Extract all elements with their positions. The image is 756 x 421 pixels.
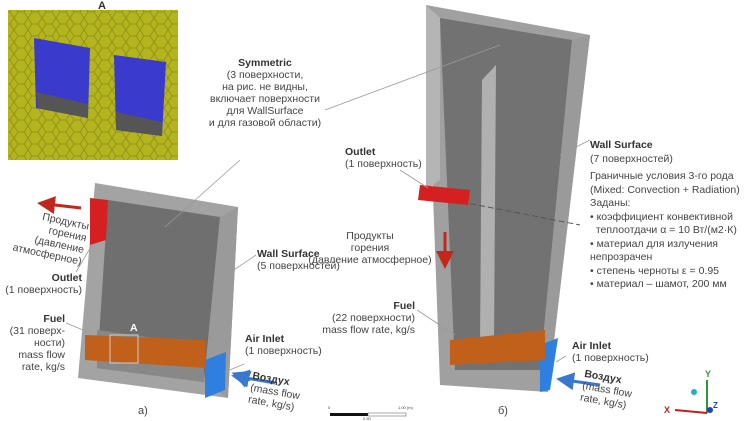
wall-label-b: Wall Surface (7 поверхностей) Граничные … (590, 139, 740, 292)
fuel-line: rate, kg/s (21, 361, 65, 373)
fuel-line: ности) (33, 337, 65, 349)
caption-b: б) (498, 405, 508, 417)
axis-y-label: Y (705, 369, 712, 379)
wall-sub: (5 поверхностей) (257, 260, 340, 272)
air-inlet-label-b: Air Inlet (1 поверхность) (572, 340, 649, 364)
fuel-line: (22 поверхности) (332, 312, 415, 324)
detail-label-a: A (130, 322, 138, 334)
fuel-bed-b (450, 330, 545, 365)
outlet-sub: (1 поверхность) (345, 158, 422, 170)
outlet-label-a: Outlet (1 поверхность) (0, 272, 82, 296)
products-label-b: Продукты горения (давление атмосферное) (300, 230, 440, 266)
fuel-line: mass flow (18, 349, 65, 361)
outlet-label-b: Outlet (1 поверхность) (345, 146, 422, 170)
wall-label-a: Wall Surface (5 поверхностей) (257, 248, 340, 272)
fuel-title: Fuel (43, 313, 65, 325)
wall-condition-line: • степень черноты ε = 0.95 (590, 264, 719, 277)
symmetric-line: для WallSurface (226, 105, 304, 117)
symmetric-line: включает поверхности (210, 93, 320, 105)
outlet-surface-b (418, 185, 470, 205)
wall-condition-line: непрозрачен (590, 251, 653, 263)
fuel-label-b: Fuel (22 поверхности) mass flow rate, kg… (300, 300, 415, 336)
air-inlet-title: Air Inlet (572, 340, 612, 352)
fuel-line: mass flow rate, kg/s (322, 324, 415, 336)
wall-condition-line: • коэффициент конвективной (590, 210, 734, 223)
outlet-sub: (1 поверхность) (5, 284, 82, 296)
air-inlet-sub: (1 поверхность) (245, 345, 322, 357)
outlet-surface-a (90, 198, 108, 245)
products-line: (давление атмосферное) (308, 254, 432, 266)
air-inlet-sub: (1 поверхность) (572, 352, 649, 364)
fuel-title: Fuel (393, 300, 415, 312)
wall-condition-line: Граничные условия 3-го рода (590, 170, 734, 182)
axis-z-label: Z (713, 401, 718, 410)
wall-condition-line: теплоотдачи α = 10 Вт/(м2·К) (590, 224, 737, 236)
scale-bar (330, 412, 407, 417)
symmetric-line: (3 поверхности, (226, 69, 304, 81)
wall-condition-line: • материал – шамот, 200 мм (590, 278, 727, 290)
air-inlet-label-a: Air Inlet (1 поверхность) (245, 333, 322, 357)
outlet-title: Outlet (345, 146, 376, 158)
outlet-title: Outlet (51, 272, 82, 284)
wall-title: Wall Surface (590, 139, 653, 151)
wall-condition-line: (Mixed: Convection + Radiation) (590, 183, 740, 196)
mesh-inset (8, 10, 178, 160)
fuel-bed-a (85, 335, 206, 368)
axis-x-label: X (664, 405, 671, 415)
air-inlet-surface-a (205, 352, 226, 398)
scale-mid: 0.50 (363, 416, 371, 421)
wall-condition-line: Заданы: (590, 197, 631, 209)
products-line: горения (350, 242, 390, 254)
caption-a: а) (138, 405, 148, 417)
wall-title: Wall Surface (257, 248, 320, 260)
symmetric-line: и для газовой области) (208, 117, 322, 129)
symmetric-title: Symmetric (238, 57, 292, 69)
furnace-model-a (37, 159, 276, 398)
symmetric-label: Symmetric (3 поверхности, на рис. не вид… (190, 57, 340, 129)
fuel-line: (31 поверх- (9, 325, 65, 337)
symmetric-line: на рис. не видны, (222, 81, 308, 93)
wall-sub: (7 поверхностей) (590, 152, 673, 165)
axis-triad (674, 380, 713, 414)
scale-start: 0 (328, 405, 331, 410)
products-line: Продукты (346, 230, 394, 242)
fuel-label-a: Fuel (31 поверх- ности) mass flow rate, … (0, 313, 65, 373)
air-inlet-title: Air Inlet (245, 333, 285, 345)
scale-end: 1.00 (m) (398, 405, 413, 410)
wall-condition-line: • материал для излучения (590, 237, 718, 250)
furnace-model-b (324, 5, 601, 392)
inset-label: A (98, 0, 106, 12)
